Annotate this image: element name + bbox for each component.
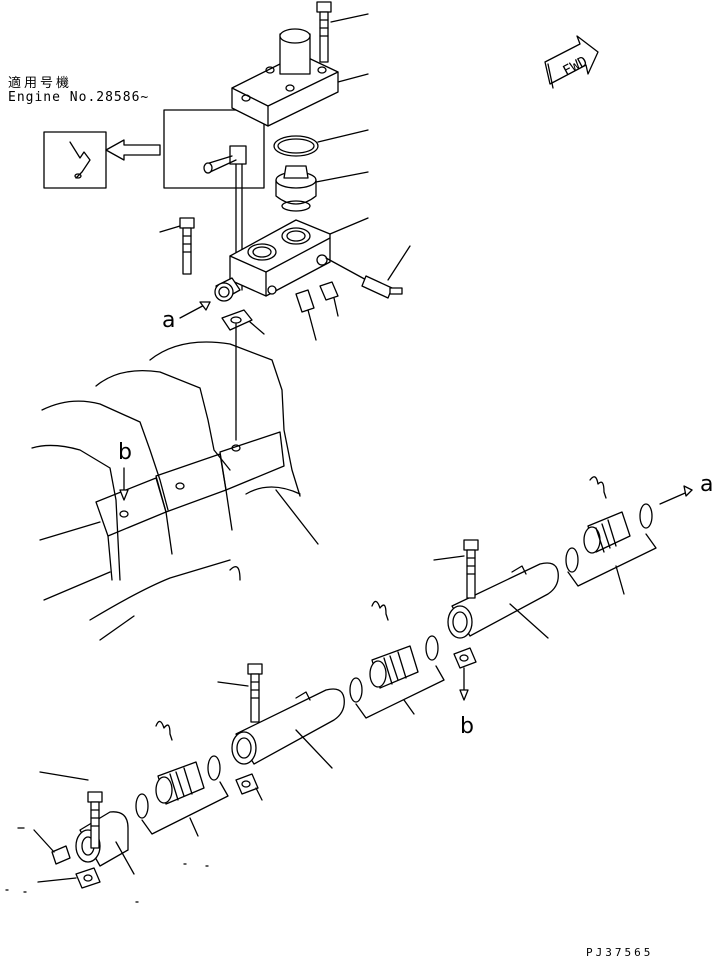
cylinder-head-block <box>31 341 319 641</box>
bolt-top <box>316 1 369 63</box>
bracket-right <box>567 533 657 595</box>
water-joint-middle <box>369 645 419 689</box>
variant-detail-box <box>43 131 107 189</box>
reference-b-left: b <box>118 440 132 465</box>
plug-elbow <box>33 829 71 865</box>
arrow-b-left <box>119 467 129 501</box>
gasket-elbow <box>37 867 101 889</box>
o-ring-middle-2 <box>425 635 439 661</box>
gasket-middle <box>235 773 263 801</box>
water-joint-right <box>583 511 631 554</box>
o-ring-right-2 <box>639 503 653 529</box>
gasket-right <box>453 647 477 701</box>
applicable-model-note: 適用号機 <box>8 76 73 91</box>
bracket-middle <box>355 665 445 719</box>
fwd-arrow-sign <box>544 35 599 89</box>
fwd-label: FWD <box>560 54 590 80</box>
squiggle-right <box>589 476 607 499</box>
o-ring-right-1 <box>565 547 579 573</box>
temperature-sensor <box>325 245 411 299</box>
bolt-middle-pipe <box>217 663 263 723</box>
o-ring-left-1 <box>135 793 149 819</box>
current-detail-box <box>163 109 265 291</box>
thermostat-cover <box>231 28 369 127</box>
plug-lower <box>295 289 317 341</box>
o-ring-middle-1 <box>349 677 363 703</box>
drawing-code: PJ37565 <box>586 946 654 959</box>
gasket-top <box>221 309 265 441</box>
o-ring-left-2 <box>207 755 221 781</box>
thermostat <box>275 165 369 212</box>
water-pipe-right <box>447 562 559 639</box>
stray-marks <box>5 827 209 903</box>
reference-b-bottom: b <box>460 714 474 739</box>
drain-plug <box>319 281 339 317</box>
squiggle-left <box>155 720 173 741</box>
reference-a-top: a <box>162 308 176 333</box>
engine-number-note: Engine No.28586~ <box>8 90 150 105</box>
water-pipe-middle <box>231 688 345 769</box>
water-joint-left <box>155 761 205 805</box>
bolt-elbow <box>39 771 103 849</box>
arrow-a-top <box>179 301 211 319</box>
bolt-housing <box>159 217 195 275</box>
o-ring-top <box>273 129 369 157</box>
bracket-left <box>141 781 229 837</box>
squiggle-middle <box>371 600 389 621</box>
variant-arrow <box>105 139 161 161</box>
reference-a-right: a <box>700 472 714 497</box>
thermostat-housing <box>214 217 369 302</box>
bolt-right-pipe <box>433 539 479 599</box>
arrow-a-right <box>659 485 693 505</box>
